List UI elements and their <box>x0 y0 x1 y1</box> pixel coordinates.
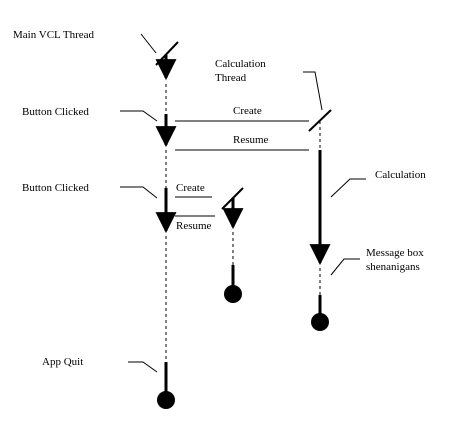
button-clicked-2-label: Button Clicked <box>22 182 89 194</box>
main-thread-end-node <box>157 391 175 409</box>
main-thread-leader <box>140 33 157 54</box>
calc-thread-end-node <box>311 313 329 331</box>
app-quit-label: App Quit <box>42 356 83 368</box>
create-2-label: Create <box>176 182 205 194</box>
calc-thread-label-line1: Calculation <box>215 58 266 70</box>
second-thread-end-node <box>224 285 242 303</box>
calc-thread-leader <box>303 71 323 111</box>
calc-thread-lifeline <box>308 109 332 331</box>
message-box-leader <box>330 258 360 276</box>
calc-thread-start-tick <box>308 109 332 132</box>
resume-1-label: Resume <box>233 134 269 146</box>
main-thread-label: Main VCL Thread <box>13 29 95 41</box>
calculation-label: Calculation <box>375 169 426 181</box>
resume-2-label: Resume <box>176 220 212 232</box>
calc-thread-label-line2: Thread <box>215 72 247 84</box>
calculation-leader <box>330 178 366 198</box>
button-clicked-2-leader <box>120 186 158 199</box>
button-clicked-1-label: Button Clicked <box>22 106 89 118</box>
button-clicked-1-leader <box>120 110 158 122</box>
message-lines <box>175 120 309 217</box>
main-thread-lifeline <box>155 41 179 409</box>
second-thread-lifeline <box>221 187 244 303</box>
app-quit-leader <box>128 361 158 373</box>
callout-leaders <box>120 33 366 373</box>
create-1-label: Create <box>233 105 262 117</box>
message-box-label-line2: shenanigans <box>366 261 420 273</box>
message-box-label-line1: Message box <box>366 247 424 259</box>
diagram-labels: Main VCL Thread Calculation Thread Butto… <box>13 29 426 368</box>
